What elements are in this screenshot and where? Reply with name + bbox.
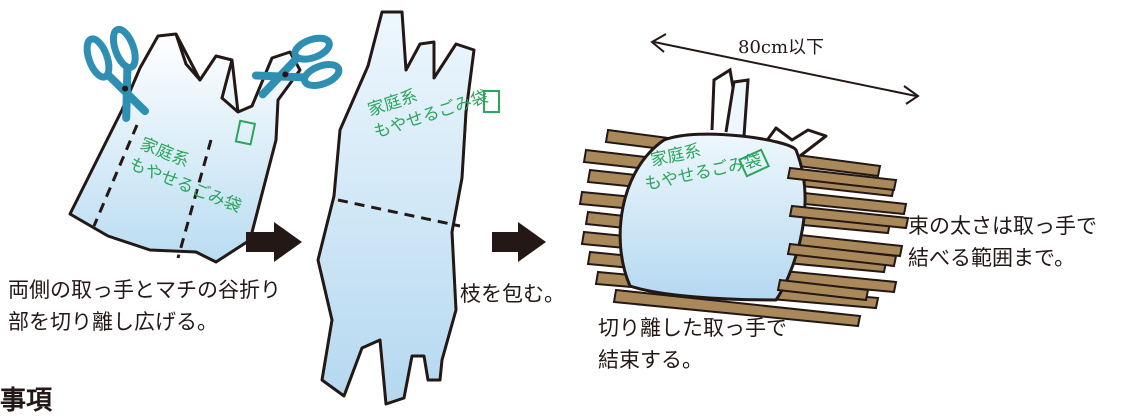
fold-line-right (176, 139, 213, 259)
right-arrow-icon (246, 222, 302, 262)
step3-caption-line1: 切り離した取っ手で (598, 316, 787, 340)
step1-caption-line2: 部を切り離し広げる。 (8, 310, 218, 334)
dimension-label: 80cm以下 (738, 37, 825, 58)
dimension-arrow (650, 33, 920, 105)
bag-checkbox (737, 148, 771, 178)
bag-checkbox (483, 90, 500, 113)
bag-checkbox (234, 119, 257, 146)
step2-opened-bag: 家庭系 もやせるごみ袋 (316, 10, 500, 406)
fold-line-left (92, 124, 139, 227)
section-heading-partial: 事項 (0, 386, 53, 416)
fold-line-center (337, 198, 461, 228)
step3-bundle: 家庭系 もやせるごみ袋 (578, 67, 910, 328)
step1-bag: 家庭系 もやせるごみ袋 (68, 32, 302, 264)
step3-caption-line2: 結束する。 (598, 348, 703, 372)
right-arrow-icon (492, 222, 546, 262)
scissors-icon (251, 34, 343, 99)
note-line2: 結べる範囲まで。 (908, 246, 1076, 270)
note-line1: 束の太さは取っ手で (908, 214, 1097, 238)
step1-caption-line1: 両側の取っ手とマチの谷折り (8, 278, 281, 302)
step2-caption: 枝を包む。 (460, 282, 565, 306)
scissors-icon (83, 25, 150, 122)
